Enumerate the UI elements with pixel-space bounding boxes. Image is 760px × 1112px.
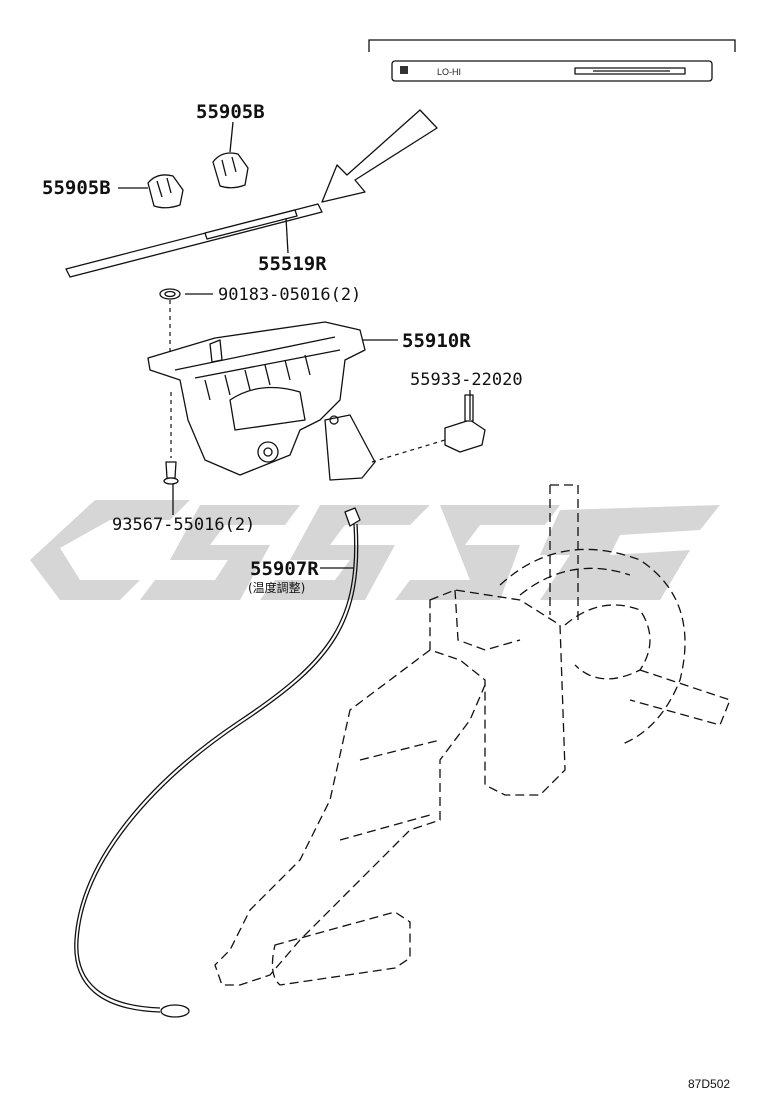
- label-55933: 55933-22020: [410, 370, 523, 390]
- label-90183: 90183-05016(2): [218, 285, 361, 305]
- direction-arrow: [321, 109, 438, 203]
- slider-bar-55519r: [65, 203, 323, 278]
- cable-55907r: [74, 507, 361, 1018]
- watermark-logo: [30, 500, 720, 600]
- control-panel-strip: LO-HI: [368, 39, 736, 82]
- fan-icon: [400, 66, 408, 74]
- label-55519r: 55519R: [258, 253, 327, 275]
- sublabel-55907r: (温度調整): [248, 580, 305, 595]
- diagram-code: 87D502: [688, 1077, 730, 1091]
- knob-55905b-upper: [212, 152, 249, 189]
- screw-93567: [163, 461, 179, 485]
- heater-unit-phantom: [214, 484, 731, 986]
- label-93567: 93567-55016(2): [112, 515, 255, 535]
- label-55905b-upper: 55905B: [196, 101, 265, 123]
- label-55905b-left: 55905B: [42, 177, 111, 199]
- knob-55905b-left: [147, 174, 184, 209]
- label-55907r: 55907R: [250, 558, 319, 580]
- panel-label: LO-HI: [437, 67, 461, 77]
- dash-connector-to-bracket: [371, 439, 446, 463]
- connector-55933: [444, 394, 486, 453]
- label-55910r: 55910R: [402, 330, 471, 352]
- control-bracket-55910r: [147, 321, 376, 481]
- washer-icon: [159, 288, 181, 300]
- leader-lines: [118, 121, 471, 569]
